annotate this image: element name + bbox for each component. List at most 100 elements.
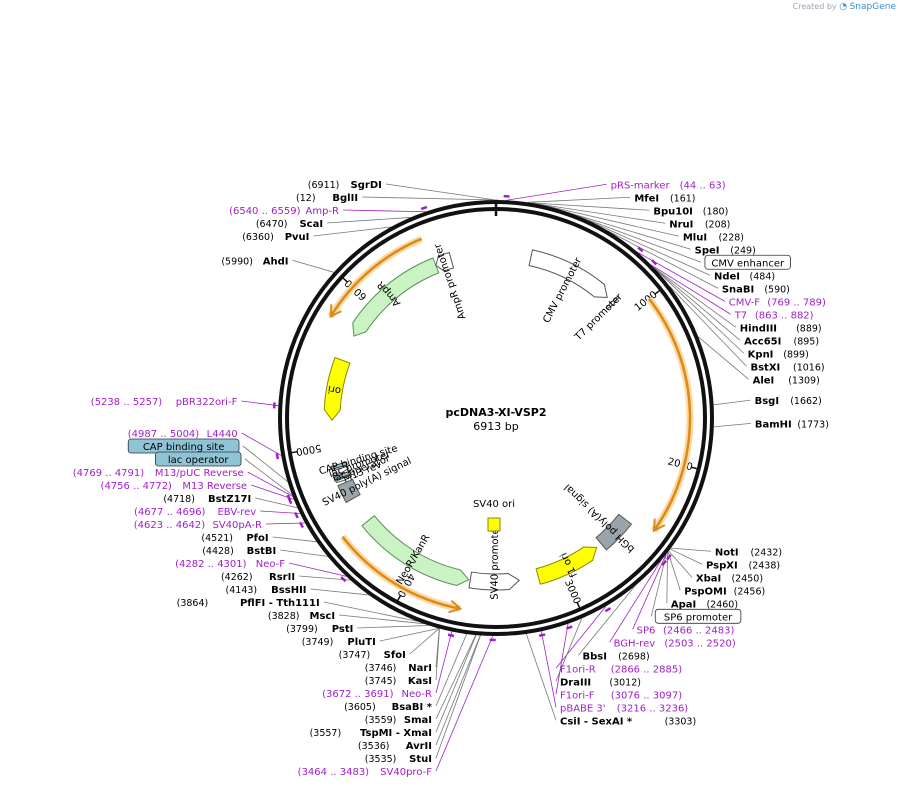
- leader-m13-reverse: [250, 484, 294, 500]
- label-name-bstz17i: BstZ17I: [208, 494, 251, 505]
- label-name-neo-f: Neo-F: [256, 559, 286, 570]
- label-name-sfoi: SfoI: [384, 650, 406, 661]
- leader-prs-marker: [506, 183, 607, 201]
- tick-label-3000: 3000: [562, 578, 582, 606]
- primer-mark-bgh-rev: [661, 559, 668, 567]
- leader-stui: [435, 635, 481, 759]
- label-pos-pbr322ori-f: (5238 .. 5257): [91, 397, 163, 408]
- label-name-bsabi: BsaBI *: [392, 702, 433, 713]
- label-pos-pbabe-3: (3216 .. 3236): [617, 703, 689, 714]
- label-name-avrii: AvrII: [406, 741, 432, 752]
- leader-bstz17i: [255, 497, 298, 509]
- label-nrui: NruI(208): [669, 219, 730, 230]
- tick-5000: [289, 450, 298, 454]
- label-name-f1ori-f: F1ori-F: [560, 690, 595, 701]
- plasmid-name: pcDNA3-XI-VSP2: [445, 406, 546, 419]
- feature-label-ori: ori: [327, 383, 342, 396]
- label-pos-bstz17i: (4718): [163, 494, 195, 505]
- label-smai: SmaI(3559): [365, 715, 432, 726]
- label-name-l4440: L4440: [207, 429, 238, 440]
- label-name-bpu10i: Bpu10I: [653, 206, 693, 217]
- label-name-ebv-rev: EBV-rev: [217, 507, 256, 518]
- label-name-scai: ScaI: [299, 219, 323, 230]
- label-name-ahdi: AhdI: [263, 256, 289, 267]
- label-tspmi-xmai: TspMI - XmaI(3557): [310, 728, 432, 739]
- label-pos-stui: (3535): [365, 754, 397, 765]
- label-name-kasi: KasI: [408, 676, 432, 687]
- primer-mark-neo-r: [447, 633, 455, 638]
- label-pos-pflfi-tth111i: (3864): [177, 598, 209, 609]
- label-name-bstbi: BstBI: [247, 546, 277, 557]
- leader-smai: [435, 634, 477, 720]
- label-pos-bsabi: (3605): [344, 702, 376, 713]
- label-pos-cmv-f: (769 .. 789): [767, 297, 826, 308]
- label-f1ori-f: F1ori-F (3076 .. 3097): [560, 625, 683, 701]
- label-name-mfei: MfeI: [634, 193, 659, 204]
- label-pos-hindiii: (889): [796, 323, 822, 334]
- feature-ampr-promoter: [435, 251, 455, 272]
- label-name-sv40pa-r: SV40pA-R: [212, 520, 261, 531]
- label-kasi: KasI(3745): [365, 676, 432, 687]
- label-pos-f1ori-f: (3076 .. 3097): [611, 690, 683, 701]
- leader-kpni: [654, 268, 744, 354]
- label-ndei: NdeI(484): [714, 271, 775, 282]
- label-pspxi: PspXI(2438): [706, 560, 780, 571]
- label-pos-nrui: (208): [705, 219, 731, 230]
- leader-xbai: [668, 550, 693, 578]
- label-l4440: L4440(4987 .. 5004): [128, 429, 280, 460]
- label-pfoi: PfoI(4521): [201, 533, 268, 544]
- primer-mark-pbabe-3: [538, 633, 546, 637]
- feature-lac-operator: [333, 470, 352, 481]
- label-name-amp-r: Amp-R: [305, 206, 339, 217]
- leader-msci: [339, 614, 424, 625]
- label-name-t7: T7: [734, 310, 747, 321]
- label-name-pspxi: PspXI: [706, 560, 738, 571]
- band-2-arrowhead: [448, 599, 463, 614]
- label-pos-sgrdi: (6911): [308, 180, 340, 191]
- label-pos-m13-reverse: (4756 .. 4772): [101, 481, 173, 492]
- label-pos-pluti: (3749): [302, 637, 334, 648]
- feature-label-sv40-promoter: SV40 promoter: [490, 523, 502, 599]
- label-alei: AleI(1309): [753, 375, 820, 386]
- label-name-neo-r: Neo-R: [402, 689, 433, 700]
- label-sv40pa-r: SV40pA-R(4623 .. 4642): [134, 520, 305, 531]
- feature-label-sv40-ori: SV40 ori: [473, 499, 515, 510]
- label-pos-mlui: (228): [718, 232, 744, 243]
- leader-psti: [357, 625, 430, 629]
- label-box-lac-operator: [155, 451, 242, 467]
- leader-pflfi-tth111i: [323, 601, 418, 622]
- label-name-bsshii: BssHII: [271, 585, 306, 596]
- label-pos-sv40pro-f: (3464 .. 3483): [298, 767, 370, 778]
- label-pos-spei: (249): [730, 245, 756, 256]
- leader-sgrdi: [385, 183, 496, 201]
- primer-mark-l4440: [275, 452, 280, 460]
- label-name-kpni: KpnI: [748, 349, 774, 360]
- leader-cmv-enhancer: [577, 215, 702, 263]
- label-bsshii: BssHII(4143): [226, 585, 307, 596]
- primer-mark-f1ori-f: [566, 625, 573, 630]
- leader-ahdi: [292, 259, 334, 273]
- leader-mlui: [540, 204, 679, 237]
- leader-bbsi: [578, 585, 635, 656]
- label-pos-amp-r: (6540 .. 6559): [229, 206, 301, 217]
- label-name-pluti: PluTI: [347, 637, 375, 648]
- label-cap-binding-site: CAP binding site: [127, 438, 240, 454]
- band-3: [329, 237, 423, 318]
- tick-2000: [690, 466, 699, 470]
- leader-acc65i: [654, 267, 741, 341]
- label-pos-pspomi: (2456): [734, 586, 766, 597]
- band-3-arrowhead: [329, 304, 342, 319]
- label-amp-r: Amp-R (6540 .. 6559): [229, 205, 428, 217]
- label-avrii: AvrII(3536): [358, 741, 432, 752]
- label-stui: StuI(3535): [365, 754, 432, 765]
- label-bglii: BglII(12): [296, 193, 358, 204]
- label-pos-f1ori-r: (2866 .. 2885): [611, 664, 683, 675]
- label-name-pvui: PvuI: [285, 232, 310, 243]
- label-prs-marker: pRS-marker(44 .. 63): [503, 180, 726, 198]
- label-name-alei: AleI: [753, 375, 775, 386]
- primer-mark-f1ori-r: [604, 607, 612, 613]
- label-pos-bstbi: (4428): [202, 546, 234, 557]
- label-text-cmv-enhancer: CMV enhancer: [711, 258, 785, 269]
- feature-bgh-poly-a-signal: [595, 513, 633, 551]
